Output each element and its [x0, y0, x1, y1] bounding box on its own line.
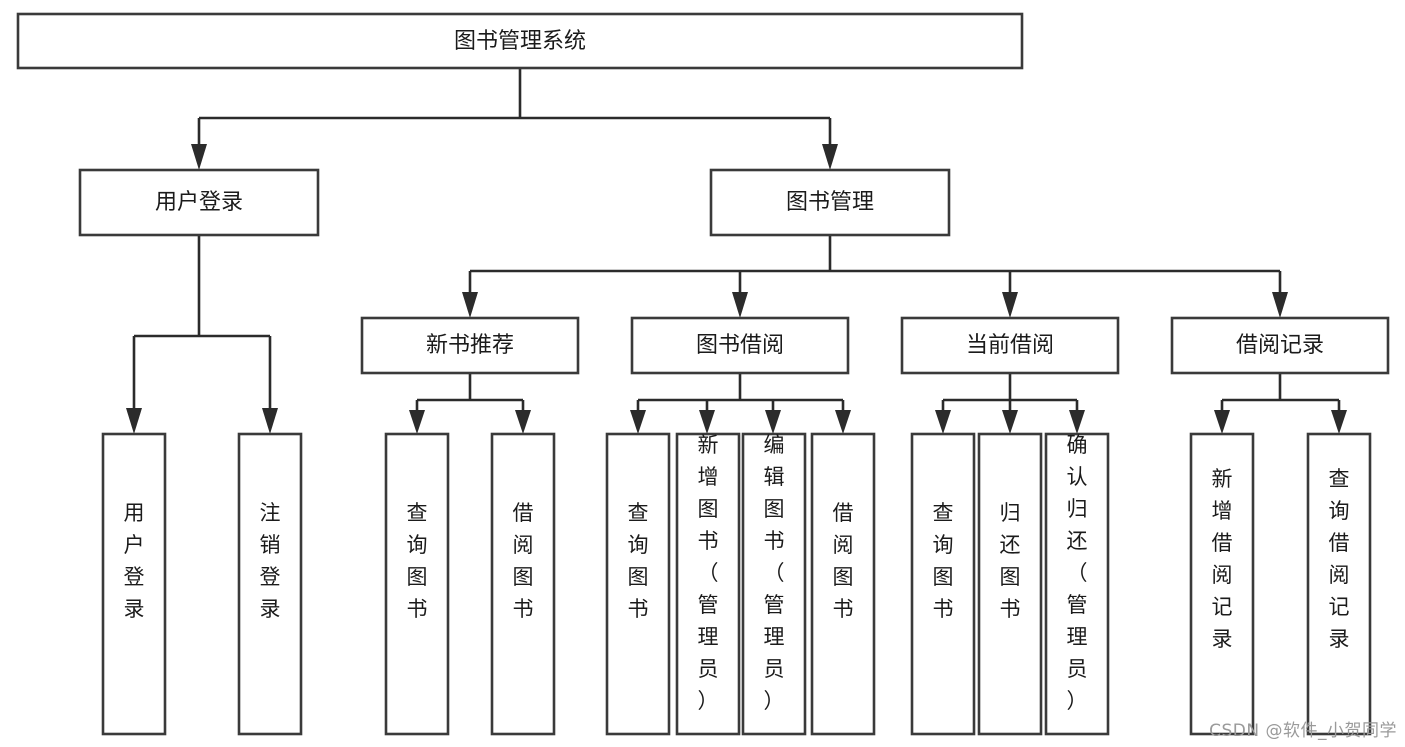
leaf-current-borrow-1[interactable]: 查询图书 [910, 432, 976, 736]
node-user-login-box[interactable] [78, 168, 320, 237]
leaf-book-borrow-1[interactable]: 查询图书 [605, 432, 671, 736]
node-borrow-record-box[interactable] [1170, 316, 1390, 375]
leaf-new-book-1-label: 查询图书 [407, 501, 428, 621]
leaf-new-book-2-box[interactable] [490, 432, 556, 736]
leaf-user-login-1-label: 用户登录 [124, 501, 145, 621]
leaf-book-borrow-3-label: 编辑图书（管理员） [764, 433, 785, 713]
arrow-book-borrow-to-leaf-2 [699, 410, 715, 434]
connector-group-root [191, 68, 838, 170]
arrow-root-to-user-login [191, 144, 207, 170]
leaf-new-book-1[interactable]: 查询图书 [384, 432, 450, 736]
arrow-book-mgmt-to-record [1272, 292, 1288, 318]
connector-group-book-borrow [630, 373, 851, 434]
leaf-book-borrow-4-label: 借阅图书 [833, 501, 854, 621]
arrow-book-borrow-to-leaf-3 [765, 410, 781, 434]
arrow-current-borrow-to-leaf-1 [935, 410, 951, 434]
arrow-root-to-book-mgmt [822, 144, 838, 170]
arrow-current-borrow-to-leaf-2 [1002, 410, 1018, 434]
leaf-book-borrow-1-box[interactable] [605, 432, 671, 736]
node-book-borrow-box[interactable] [630, 316, 850, 375]
arrow-user-login-to-leaf-2 [262, 408, 278, 434]
connector-group-user-login [126, 235, 278, 434]
node-current-borrow-label: 当前借阅 [966, 333, 1054, 358]
leaf-new-book-2[interactable]: 借阅图书 [490, 432, 556, 736]
leaf-current-borrow-3-box[interactable] [1044, 432, 1110, 736]
node-user-login-label: 用户登录 [155, 190, 243, 215]
leaf-borrow-record-1-box[interactable] [1189, 432, 1255, 736]
leaf-borrow-record-2-box[interactable] [1306, 432, 1372, 736]
arrow-borrow-record-to-leaf-2 [1331, 410, 1347, 434]
leaf-current-borrow-3[interactable]: 确认归还（管理员） [1044, 432, 1110, 736]
csdn-watermark: CSDN @软件_小贺同学 [1209, 721, 1397, 741]
node-root-system[interactable]: 图书管理系统 [16, 12, 1024, 70]
node-new-book-recommend-label: 新书推荐 [426, 333, 514, 358]
node-root-system-label: 图书管理系统 [454, 29, 586, 54]
leaf-book-borrow-3-box[interactable] [741, 432, 807, 736]
node-current-borrow-box[interactable] [900, 316, 1120, 375]
arrow-book-mgmt-to-new-book [462, 292, 478, 318]
leaf-user-login-1-box[interactable] [101, 432, 167, 736]
leaf-borrow-record-2-label: 查询借阅记录 [1329, 467, 1350, 651]
leaf-book-borrow-4-box[interactable] [810, 432, 876, 736]
node-book-management[interactable]: 图书管理 [709, 168, 951, 237]
node-borrow-record-label: 借阅记录 [1236, 333, 1324, 358]
leaf-user-login-2-label: 注销登录 [260, 501, 281, 621]
node-new-book-recommend-box[interactable] [360, 316, 580, 375]
leaf-new-book-1-box[interactable] [384, 432, 450, 736]
arrow-new-book-to-leaf-1 [409, 410, 425, 434]
arrow-new-book-to-leaf-2 [515, 410, 531, 434]
leaf-current-borrow-3-label: 确认归还（管理员） [1067, 433, 1088, 713]
leaf-book-borrow-2[interactable]: 新增图书（管理员） [675, 432, 741, 736]
node-book-management-label: 图书管理 [786, 190, 874, 215]
leaf-book-borrow-1-label: 查询图书 [628, 501, 649, 621]
leaf-current-borrow-1-label: 查询图书 [933, 501, 954, 621]
leaf-current-borrow-2[interactable]: 归还图书 [977, 432, 1043, 736]
leaf-current-borrow-2-box[interactable] [977, 432, 1043, 736]
leaf-borrow-record-2[interactable]: 查询借阅记录 [1306, 432, 1372, 736]
leaf-user-login-1[interactable]: 用户登录 [101, 432, 167, 736]
arrow-book-borrow-to-leaf-1 [630, 410, 646, 434]
node-book-borrow[interactable]: 图书借阅 [630, 316, 850, 375]
node-book-management-box[interactable] [709, 168, 951, 237]
leaf-book-borrow-3[interactable]: 编辑图书（管理员） [741, 432, 807, 736]
arrow-user-login-to-leaf-1 [126, 408, 142, 434]
node-user-login[interactable]: 用户登录 [78, 168, 320, 237]
node-root-system-box[interactable] [16, 12, 1024, 70]
leaf-book-borrow-2-label: 新增图书（管理员） [698, 433, 719, 713]
leaf-borrow-record-1[interactable]: 新增借阅记录 [1189, 432, 1255, 736]
connector-group-book-mgmt [462, 235, 1288, 318]
arrow-current-borrow-to-leaf-3 [1069, 410, 1085, 434]
leaf-borrow-record-1-label: 新增借阅记录 [1212, 467, 1233, 651]
arrow-borrow-record-to-leaf-1 [1214, 410, 1230, 434]
node-new-book-recommend[interactable]: 新书推荐 [360, 316, 580, 375]
leaf-book-borrow-2-box[interactable] [675, 432, 741, 736]
connector-group-borrow-record [1214, 373, 1347, 434]
leaf-current-borrow-2-label: 归还图书 [1000, 501, 1021, 621]
node-book-borrow-label: 图书借阅 [696, 333, 784, 358]
leaf-user-login-2[interactable]: 注销登录 [237, 432, 303, 736]
arrow-book-borrow-to-leaf-4 [835, 410, 851, 434]
leaf-book-borrow-4[interactable]: 借阅图书 [810, 432, 876, 736]
node-current-borrow[interactable]: 当前借阅 [900, 316, 1120, 375]
leaf-current-borrow-1-box[interactable] [910, 432, 976, 736]
connector-group-current-borrow [935, 373, 1085, 434]
connector-group-new-book [409, 373, 531, 434]
leaf-user-login-2-box[interactable] [237, 432, 303, 736]
node-borrow-record[interactable]: 借阅记录 [1170, 316, 1390, 375]
leaf-new-book-2-label: 借阅图书 [513, 501, 534, 621]
arrow-book-mgmt-to-borrow [732, 292, 748, 318]
arrow-book-mgmt-to-current [1002, 292, 1018, 318]
